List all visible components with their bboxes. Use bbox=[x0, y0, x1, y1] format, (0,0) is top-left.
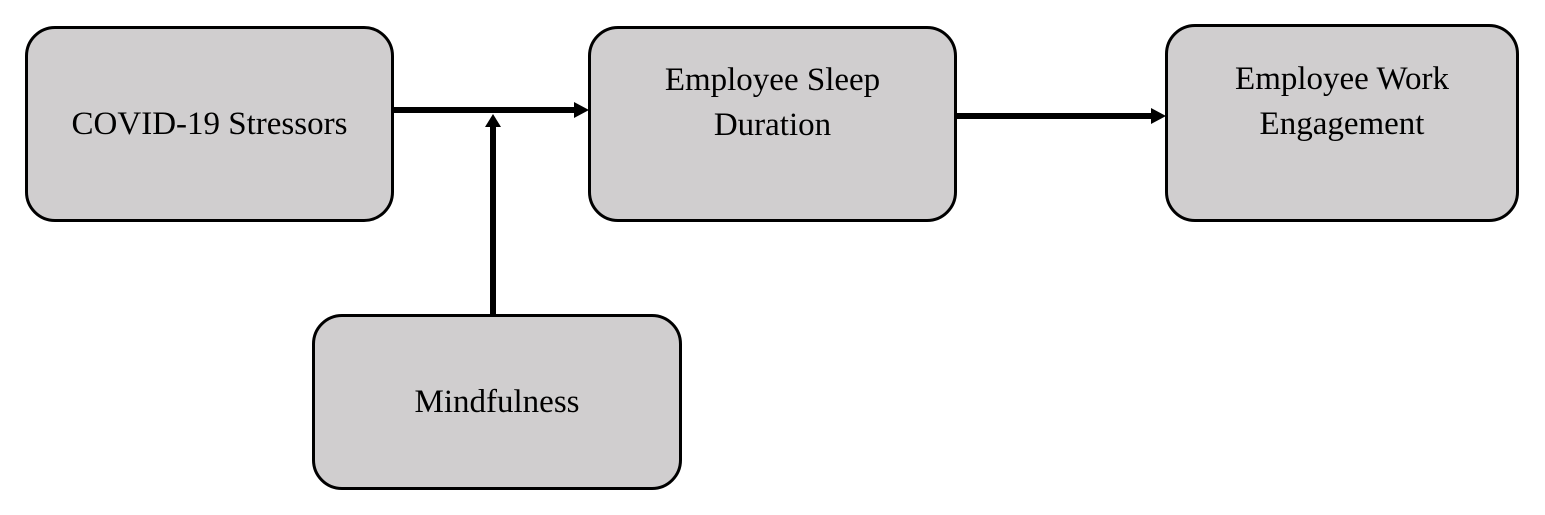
arrowhead-sleep-to-work bbox=[1151, 108, 1166, 124]
node-employee-sleep-duration-label: Employee Sleep Duration bbox=[645, 58, 900, 147]
node-work-line-2: Engagement bbox=[1259, 106, 1425, 142]
node-mindfulness-label: Mindfulness bbox=[414, 383, 580, 420]
node-covid19-stressors-label: COVID-19 Stressors bbox=[71, 105, 348, 142]
node-employee-work-engagement: Employee Work Engagement bbox=[1165, 24, 1519, 222]
node-covid19-stressors: COVID-19 Stressors bbox=[25, 26, 394, 222]
node-sleep-line-2: Duration bbox=[713, 107, 832, 143]
node-employee-sleep-duration: Employee Sleep Duration bbox=[588, 26, 957, 222]
node-sleep-line-1: Employee Sleep bbox=[664, 62, 881, 99]
node-mindfulness: Mindfulness bbox=[312, 314, 682, 490]
node-employee-work-engagement-label: Employee Work Engagement bbox=[1215, 57, 1469, 146]
arrowhead-mindfulness-moderation bbox=[485, 114, 501, 127]
arrowhead-stressors-to-sleep bbox=[574, 102, 589, 118]
node-work-line-1: Employee Work bbox=[1235, 61, 1449, 98]
